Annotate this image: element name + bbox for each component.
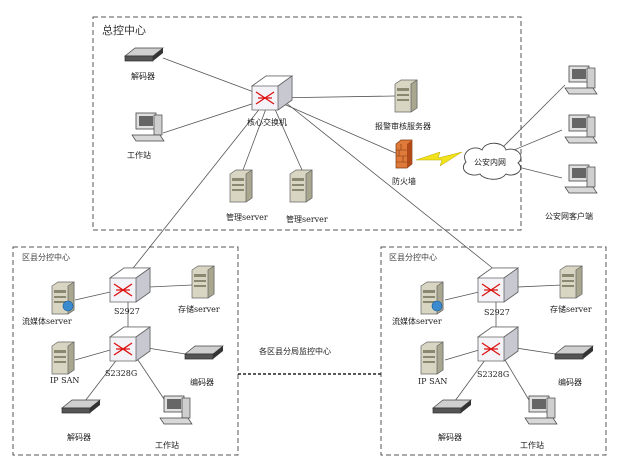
left-decoder-label: 解码器 [67,432,91,442]
left-workstation-label: 工作站 [155,440,179,450]
right-storage-server-label: 存储server [550,304,592,314]
manage-server-2-label: 管理server [286,214,328,224]
right-workstation-label: 工作站 [520,440,544,450]
public-clients-label: 公安网客户端 [545,211,593,221]
left-globe-icon [62,300,74,312]
firewall-label: 防火墙 [392,176,416,186]
core-switch-label: 核心交换机 [247,117,287,127]
manage-server-2-icon [289,169,313,203]
right-switch-bottom-icon [477,326,519,362]
right-switch-top-icon [477,267,519,303]
public-client-1-icon [564,65,598,95]
left-stream-server-label: 流媒体server [22,316,72,326]
public-net-label: 公安内网 [474,157,506,167]
left-ipsan-label: IP SAN [50,376,79,385]
right-branch-box [380,246,607,456]
public-net-cloud-icon [462,142,522,180]
left-branch-box [12,246,239,456]
right-ipsan-icon [420,341,444,375]
public-client-2-icon [564,114,598,144]
public-client-3-icon [564,164,598,194]
left-workstation-icon [159,395,193,425]
right-decoder-icon [432,399,472,414]
right-encoder-icon [554,345,594,360]
left-decoder-icon [61,399,101,414]
alarm-server-label: 报警审核服务器 [375,121,431,131]
right-encoder-label: 编码器 [558,377,582,387]
left-encoder-icon [184,345,224,360]
right-ipsan-label: IP SAN [418,377,447,386]
manage-server-1-label: 管理server [226,212,268,222]
workstation-label: 工作站 [127,150,151,160]
right-workstation-icon [524,395,558,425]
decoder-label: 解码器 [131,71,155,81]
central-control-title: 总控中心 [102,23,146,37]
right-decoder-label: 解码器 [438,432,462,442]
left-ipsan-icon [51,341,75,375]
firewall-icon [395,139,413,169]
left-switch-top-icon [109,267,151,303]
right-storage-server-icon [559,265,583,299]
left-storage-server-icon [191,265,215,299]
manage-server-1-icon [229,169,253,203]
right-stream-server-label: 流媒体server [392,316,442,326]
right-branch-title: 区县分控中心 [389,252,437,262]
right-globe-icon [431,300,443,312]
alarm-server-icon [394,79,418,113]
inter-branch-link-label: 各区县分局监控中心 [259,346,331,356]
decoder-icon [124,47,164,62]
left-encoder-label: 编码器 [190,377,214,387]
lightning-icon [415,151,463,167]
left-storage-server-label: 存储server [178,304,220,314]
left-switch-top-label: S2927 [114,307,140,316]
workstation-icon [131,112,165,142]
left-switch-bottom-label: S2328G [105,369,137,378]
right-switch-top-label: S2927 [484,308,510,317]
right-switch-bottom-label: S2328G [477,370,509,379]
left-branch-title: 区县分控中心 [22,252,70,262]
left-switch-bottom-icon [109,326,151,362]
